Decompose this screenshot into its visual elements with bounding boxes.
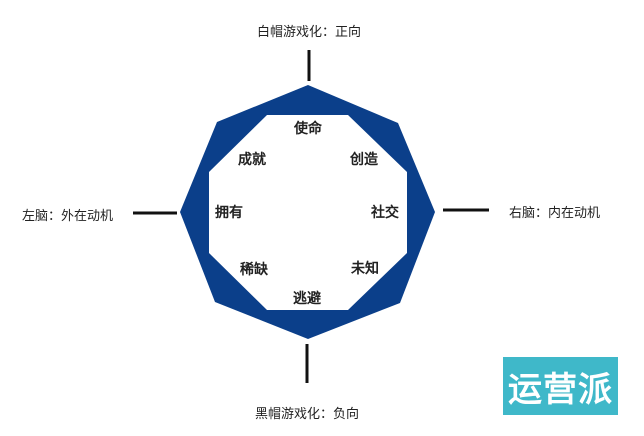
inner-octagon	[209, 115, 407, 310]
drive-top-right: 创造	[350, 152, 378, 168]
axis-label-left: 左脑：外在动机	[22, 209, 114, 224]
drive-right: 社交	[371, 205, 399, 221]
drive-bottom-left: 稀缺	[240, 262, 268, 278]
axis-label-top: 白帽游戏化：正向	[256, 25, 362, 40]
drive-bottom: 逃避	[293, 291, 321, 307]
brand-logo: 运营派	[503, 357, 618, 415]
drive-bottom-right: 未知	[351, 261, 379, 277]
axis-label-right: 右脑：内在动机	[509, 206, 601, 221]
drive-top-left: 成就	[238, 152, 266, 168]
drive-left: 拥有	[215, 205, 243, 221]
axis-label-bottom: 黑帽游戏化：负向	[254, 407, 360, 422]
drive-top: 使命	[294, 121, 322, 137]
